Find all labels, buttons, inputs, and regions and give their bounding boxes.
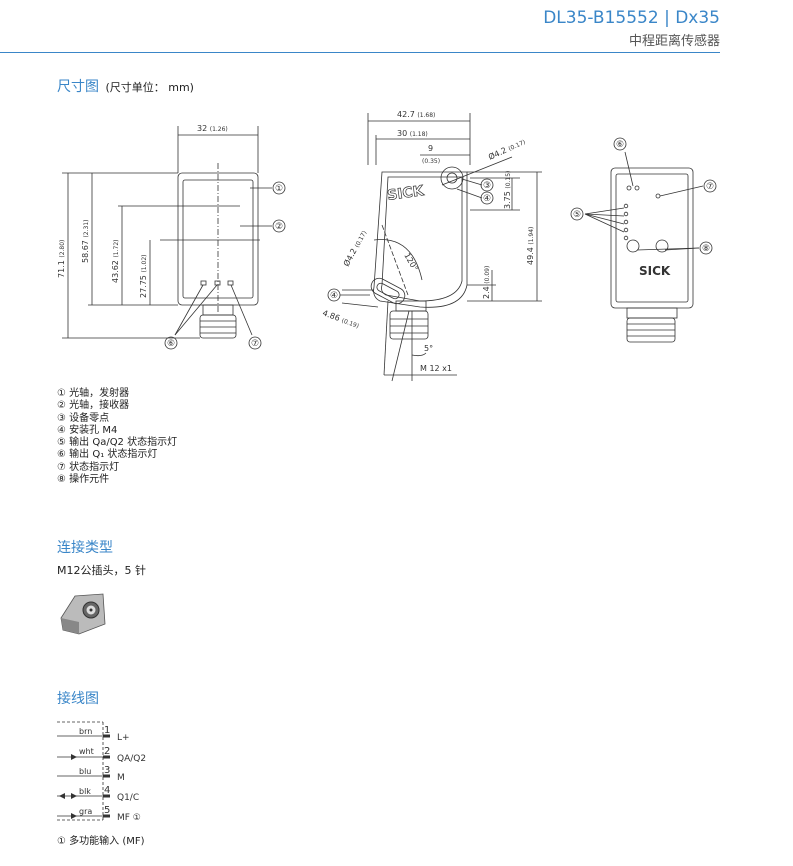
callout-7-back: ⑦ (706, 182, 714, 192)
side-hole-dia-inch: (0.17) (507, 139, 526, 153)
front-h2: 58.67 (81, 240, 90, 263)
callout-5-back: ⑤ (573, 210, 581, 220)
svg-text:58.67 (2.31): 58.67 (2.31) (81, 220, 90, 264)
side-h-small: 2.4 (482, 286, 491, 299)
side-thread: M 12 x1 (420, 364, 452, 373)
wiring-footnote: ① 多功能输入 (MF) (57, 836, 145, 847)
svg-text:Ø4.2 (0.17): Ø4.2 (0.17) (341, 228, 368, 268)
svg-text:Ø4.2 (0.17): Ø4.2 (0.17) (487, 136, 527, 162)
legend-item: ① 光轴，发射器 (57, 388, 130, 399)
svg-text:32 (1.26): 32 (1.26) (197, 124, 228, 133)
front-h3-inch: (1.72) (113, 240, 120, 258)
pin-function-1: L+ (117, 733, 130, 743)
side-hole-dia: Ø4.2 (487, 145, 508, 162)
dimensions-title: 尺寸图 (57, 79, 99, 95)
wiring-diagram: brn wht blu blk gra 1 2 3 4 5 L+ QA/Q2 M… (57, 721, 146, 823)
document-subtitle: 中程距离传感器 (628, 34, 720, 49)
legend-item: ④ 安装孔 M4 (57, 424, 118, 436)
pin-number-5: 5 (104, 805, 110, 816)
side-hole2-dia: Ø4.2 (341, 246, 359, 267)
connector-icon (60, 593, 106, 635)
connection-text: M12公插头，5 针 (57, 564, 146, 577)
legend-item: ⑦ 状态指示灯 (57, 461, 120, 473)
back-view-drawing: SICK ⑥ ⑦ ⑤ ⑧ (570, 137, 717, 343)
side-tilt: 5° (424, 344, 433, 353)
side-angle: 120° (402, 252, 419, 273)
side-w-body: 30 (397, 129, 407, 138)
side-w-hole: 9 (428, 144, 433, 153)
svg-text:71.1 (2.80): 71.1 (2.80) (57, 240, 66, 278)
side-hole2-off-inch: (0.19) (340, 317, 359, 330)
pin-number-3: 3 (104, 765, 110, 776)
front-width-inch: (1.26) (210, 126, 228, 133)
svg-text:49.4 (1.94): 49.4 (1.94) (526, 227, 535, 265)
front-h3: 43.62 (111, 260, 120, 283)
pin-function-5: MF ① (117, 813, 141, 823)
wire-color-4: blk (79, 787, 91, 796)
front-view-drawing: 32 (1.26) 71.1 (2.80) 58.67 (2.31) 43.62… (57, 124, 286, 350)
svg-text:43.62 (1.72): 43.62 (1.72) (111, 240, 120, 284)
svg-text:4.86 (0.19): 4.86 (0.19) (321, 308, 360, 330)
dimensions-heading: 尺寸图 (尺寸单位： mm) (57, 76, 194, 96)
pin-number-2: 2 (104, 746, 110, 757)
wire-color-3: blu (79, 767, 91, 776)
pin-number-4: 4 (104, 785, 110, 796)
side-w-total: 42.7 (397, 110, 415, 119)
wiring-title: 接线图 (57, 691, 99, 707)
callout-6: ⑥ (167, 339, 175, 349)
front-h1: 71.1 (57, 260, 66, 278)
pin-function-4: Q1/C (117, 793, 139, 803)
side-w-hole-inch: (0.35) (422, 158, 440, 165)
dimension-legend: ① 光轴，发射器 ② 光轴，接收器 ③ 设备零点 ④ 安装孔 M4 ⑤ 输出 Q… (57, 388, 177, 486)
callout-4-top: ④ (483, 194, 491, 204)
wire-color-5: gra (79, 807, 92, 816)
side-hole2-dia-inch: (0.17) (354, 230, 369, 249)
document-title: DL35-B15552 | Dx35 (543, 8, 720, 28)
pin-function-2: QA/Q2 (117, 754, 146, 764)
wire-color-2: wht (79, 747, 94, 756)
callout-1: ① (275, 184, 283, 194)
wire-color-1: brn (79, 727, 92, 736)
legend-item: ⑤ 输出 Qa/Q2 状态指示灯 (57, 437, 178, 449)
pin-number-1: 1 (104, 725, 110, 736)
side-w-total-inch: (1.68) (417, 112, 435, 119)
legend-item: ⑧ 操作元件 (57, 474, 110, 486)
side-h-total: 49.4 (526, 247, 535, 265)
side-h-small-inch: (0.09) (484, 266, 491, 284)
connection-title: 连接类型 (57, 540, 113, 556)
svg-text:3.75 (0.15): 3.75 (0.15) (503, 171, 512, 209)
side-brand: SICK (386, 183, 425, 204)
callout-3: ③ (483, 181, 491, 191)
callout-8-back: ⑧ (702, 244, 710, 254)
callout-7: ⑦ (251, 339, 259, 349)
svg-text:30 (1.18): 30 (1.18) (397, 129, 428, 138)
back-brand: SICK (639, 264, 671, 278)
legend-item: ③ 设备零点 (57, 412, 110, 424)
front-h4: 27.75 (139, 275, 148, 298)
side-h-offset-inch: (0.15) (505, 171, 512, 189)
pin-function-3: M (117, 773, 125, 783)
side-view-drawing: 42.7 (1.68) 30 (1.18) 9 (0.35) Ø4.2 (0.1… (321, 110, 542, 382)
legend-item: ② 光轴，接收器 (57, 400, 130, 412)
front-width: 32 (197, 124, 207, 133)
callout-2: ② (275, 222, 283, 232)
svg-text:2.4 (0.09): 2.4 (0.09) (482, 266, 491, 299)
side-hole2-off: 4.86 (321, 308, 341, 323)
svg-text:42.7 (1.68): 42.7 (1.68) (397, 110, 435, 119)
side-h-total-inch: (1.94) (528, 227, 535, 245)
callout-6-back: ⑥ (616, 140, 624, 150)
callout-4-bottom: ④ (330, 291, 338, 301)
front-h2-inch: (2.31) (83, 220, 90, 238)
side-w-body-inch: (1.18) (410, 131, 428, 138)
svg-text:27.75 (1.02): 27.75 (1.02) (139, 255, 148, 299)
front-h4-inch: (1.02) (141, 255, 148, 273)
header-rule (0, 52, 720, 53)
side-h-offset: 3.75 (503, 191, 512, 209)
dimensions-unit-note: (尺寸单位： mm) (105, 81, 194, 94)
front-h1-inch: (2.80) (59, 240, 66, 258)
legend-item: ⑥ 输出 Q₁ 状态指示灯 (57, 449, 158, 461)
